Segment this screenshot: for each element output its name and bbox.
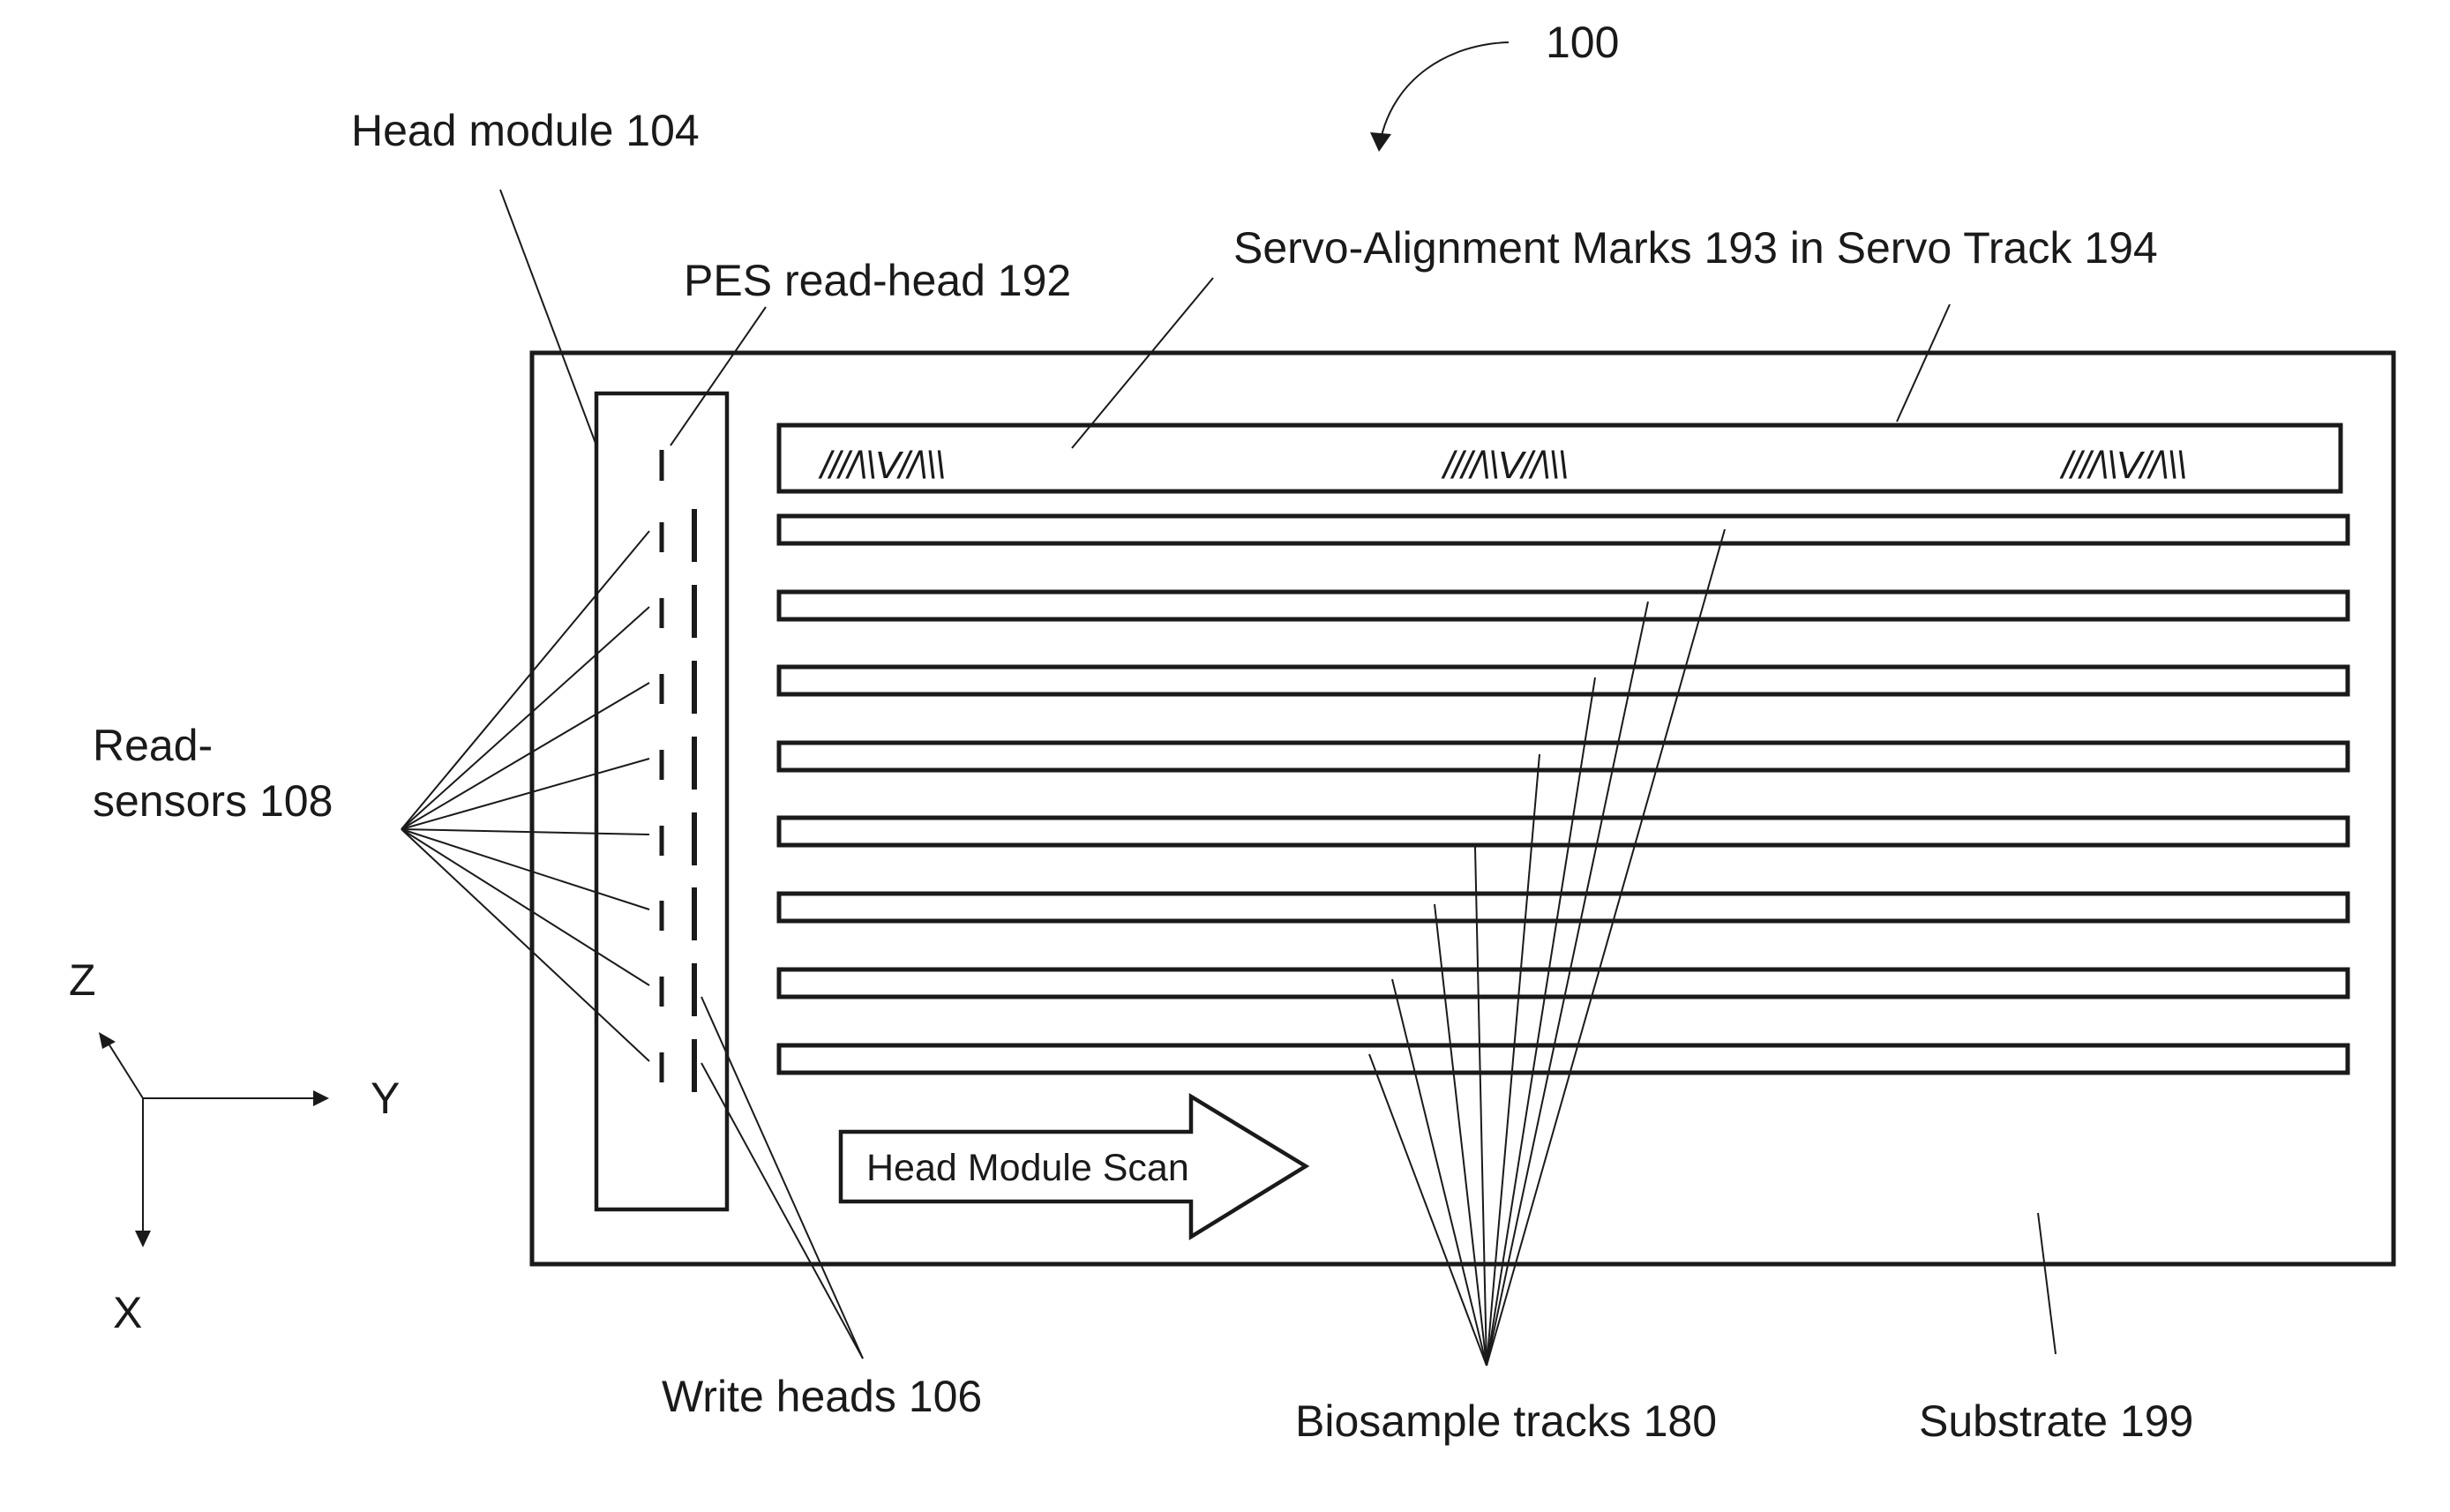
- z-axis-line: [109, 1044, 143, 1098]
- read-sensor-leader: [401, 829, 649, 1061]
- z-axis-arrowhead: [99, 1032, 116, 1049]
- pes-read-head-label: PES read-head 192: [684, 256, 1071, 305]
- read-sensor-leader: [401, 829, 649, 985]
- x-axis-arrowhead: [135, 1231, 151, 1247]
- biosample-track: [779, 592, 2348, 619]
- biosample-track: [779, 667, 2348, 694]
- read-sensor-leader: [401, 759, 649, 829]
- servo-marks-leader: [1072, 278, 1213, 448]
- read-sensors-label-line2: sensors 108: [93, 776, 333, 826]
- substrate-leader: [2038, 1213, 2056, 1354]
- scan-arrow-label: Head Module Scan: [866, 1147, 1189, 1189]
- servo-marks-group-2: ////\\V//\\\: [1441, 444, 1568, 487]
- substrate-label: Substrate 199: [1919, 1396, 2193, 1446]
- read-sensor-leader: [401, 607, 649, 829]
- head-module-rect: [596, 393, 727, 1209]
- x-axis-label: X: [113, 1288, 142, 1337]
- servo-marks-label: Servo-Alignment Marks 193 in Servo Track…: [1233, 223, 2158, 273]
- servo-track-leader: [1897, 304, 1950, 422]
- head-module-label: Head module 104: [351, 106, 700, 155]
- pes-read-head-leader: [671, 307, 766, 445]
- figure-number-arrowhead: [1370, 132, 1391, 152]
- read-sensor-leader: [401, 829, 649, 835]
- y-axis-arrowhead: [313, 1090, 329, 1106]
- read-sensors-label-line1: Read-: [93, 721, 213, 770]
- biosample-track: [779, 818, 2348, 845]
- biosample-track: [779, 894, 2348, 921]
- servo-marks-group-3: ////\\V//\\\: [2059, 444, 2186, 487]
- biosample-tracks: [779, 516, 2348, 1073]
- write-heads-label: Write heads 106: [662, 1372, 982, 1421]
- figure-number: 100: [1546, 18, 1619, 67]
- biosample-track: [779, 516, 2348, 543]
- servo-marks-group-1: ////\\V//\\\: [818, 444, 945, 487]
- head-elements: [662, 509, 694, 1092]
- y-axis-label: Y: [371, 1074, 400, 1123]
- read-sensor-leader: [401, 531, 649, 829]
- axis-triad: Z Y X: [69, 955, 400, 1337]
- biosample-track: [779, 1045, 2348, 1073]
- biosample-tracks-label: Biosample tracks 180: [1295, 1396, 1717, 1446]
- biosample-track-leader: [1487, 602, 1648, 1366]
- z-axis-label: Z: [69, 955, 96, 1005]
- head-module-leader: [500, 190, 596, 445]
- biosample-track-leader: [1392, 979, 1487, 1366]
- read-sensor-leader: [401, 829, 649, 909]
- biosample-track-leader: [1475, 847, 1487, 1366]
- figure-number-arrow: [1381, 42, 1509, 139]
- biosample-track: [779, 969, 2348, 997]
- read-sensor-leader: [401, 683, 649, 829]
- biosample-track: [779, 743, 2348, 770]
